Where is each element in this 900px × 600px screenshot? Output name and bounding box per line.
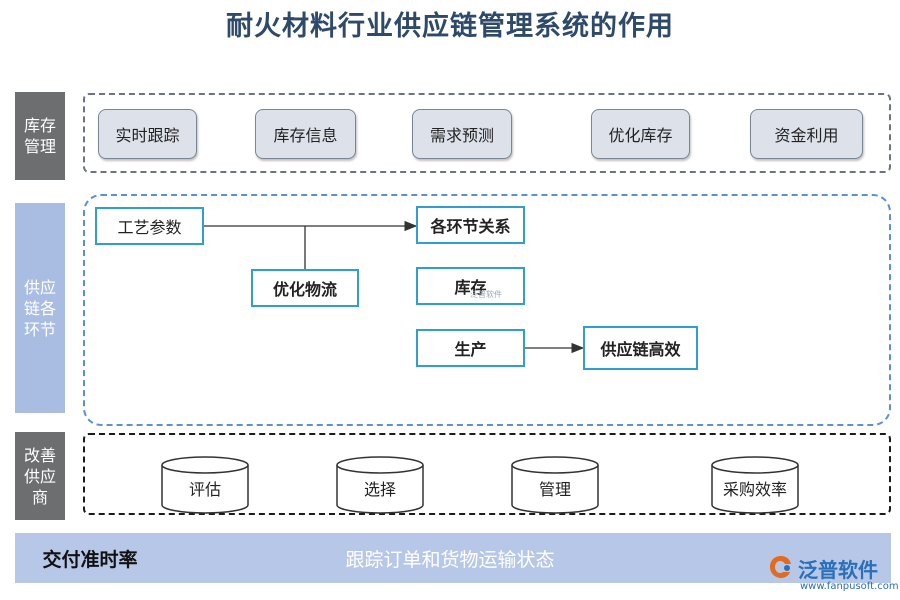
supplier-item-purchase-efficiency: 采购效率 — [722, 480, 787, 499]
inventory-item-optimize-stock: 优化库存 — [591, 109, 690, 159]
watermark-text: 泛普软件 — [470, 290, 502, 299]
watermark-logo: 泛普软件 — [470, 289, 502, 300]
supplier-item-evaluate: 评估 — [188, 480, 221, 499]
inventory-item-capital-use: 资金利用 — [750, 109, 863, 159]
logo-name: 泛普软件 — [798, 558, 878, 582]
flow-production: 生产 — [416, 329, 525, 367]
brand-logo: 泛普软件 www.fanpusoft.com — [768, 552, 899, 596]
inventory-item-demand-forecast: 需求预测 — [412, 109, 512, 159]
flow-optimize-logistics: 优化物流 — [251, 269, 359, 307]
cylinder-purchase-efficiency — [711, 456, 799, 514]
supplier-item-manage: 管理 — [538, 480, 571, 499]
supplier-item-select: 选择 — [363, 480, 396, 499]
delivery-rate-label: 交付准时率 — [42, 548, 138, 571]
section-label-supplier: 改善供应商 — [15, 432, 65, 520]
flow-efficient: 供应链高效 — [583, 326, 698, 370]
flow-link-relations: 各环节关系 — [416, 206, 525, 244]
section-label-inventory-text: 库存管理 — [23, 116, 56, 156]
supplier-panel — [83, 433, 891, 515]
inventory-item-realtime-tracking: 实时跟踪 — [98, 109, 197, 159]
flow-process-params: 工艺参数 — [95, 207, 204, 245]
page-title: 耐火材料行业供应链管理系统的作用 — [226, 11, 674, 42]
logo-url: www.fanpusoft.com — [800, 581, 899, 592]
cylinder-select — [336, 456, 424, 514]
section-label-supplier-text: 改善供应商 — [23, 445, 56, 507]
inventory-item-stock-info: 库存信息 — [255, 109, 356, 159]
supply-links-panel — [83, 194, 891, 426]
section-label-supply-links: 供应链各环节 — [15, 203, 65, 413]
logo-icon — [770, 556, 791, 578]
delivery-bar — [15, 533, 891, 583]
cylinder-manage — [511, 456, 599, 514]
inventory-panel — [83, 93, 891, 173]
cylinder-evaluate — [161, 456, 249, 514]
flow-stock: 库存 — [416, 267, 525, 305]
tracking-description: 跟踪订单和货物运输状态 — [345, 548, 555, 571]
section-label-supply-links-text: 供应链各环节 — [23, 277, 56, 339]
section-label-inventory: 库存管理 — [15, 92, 65, 180]
